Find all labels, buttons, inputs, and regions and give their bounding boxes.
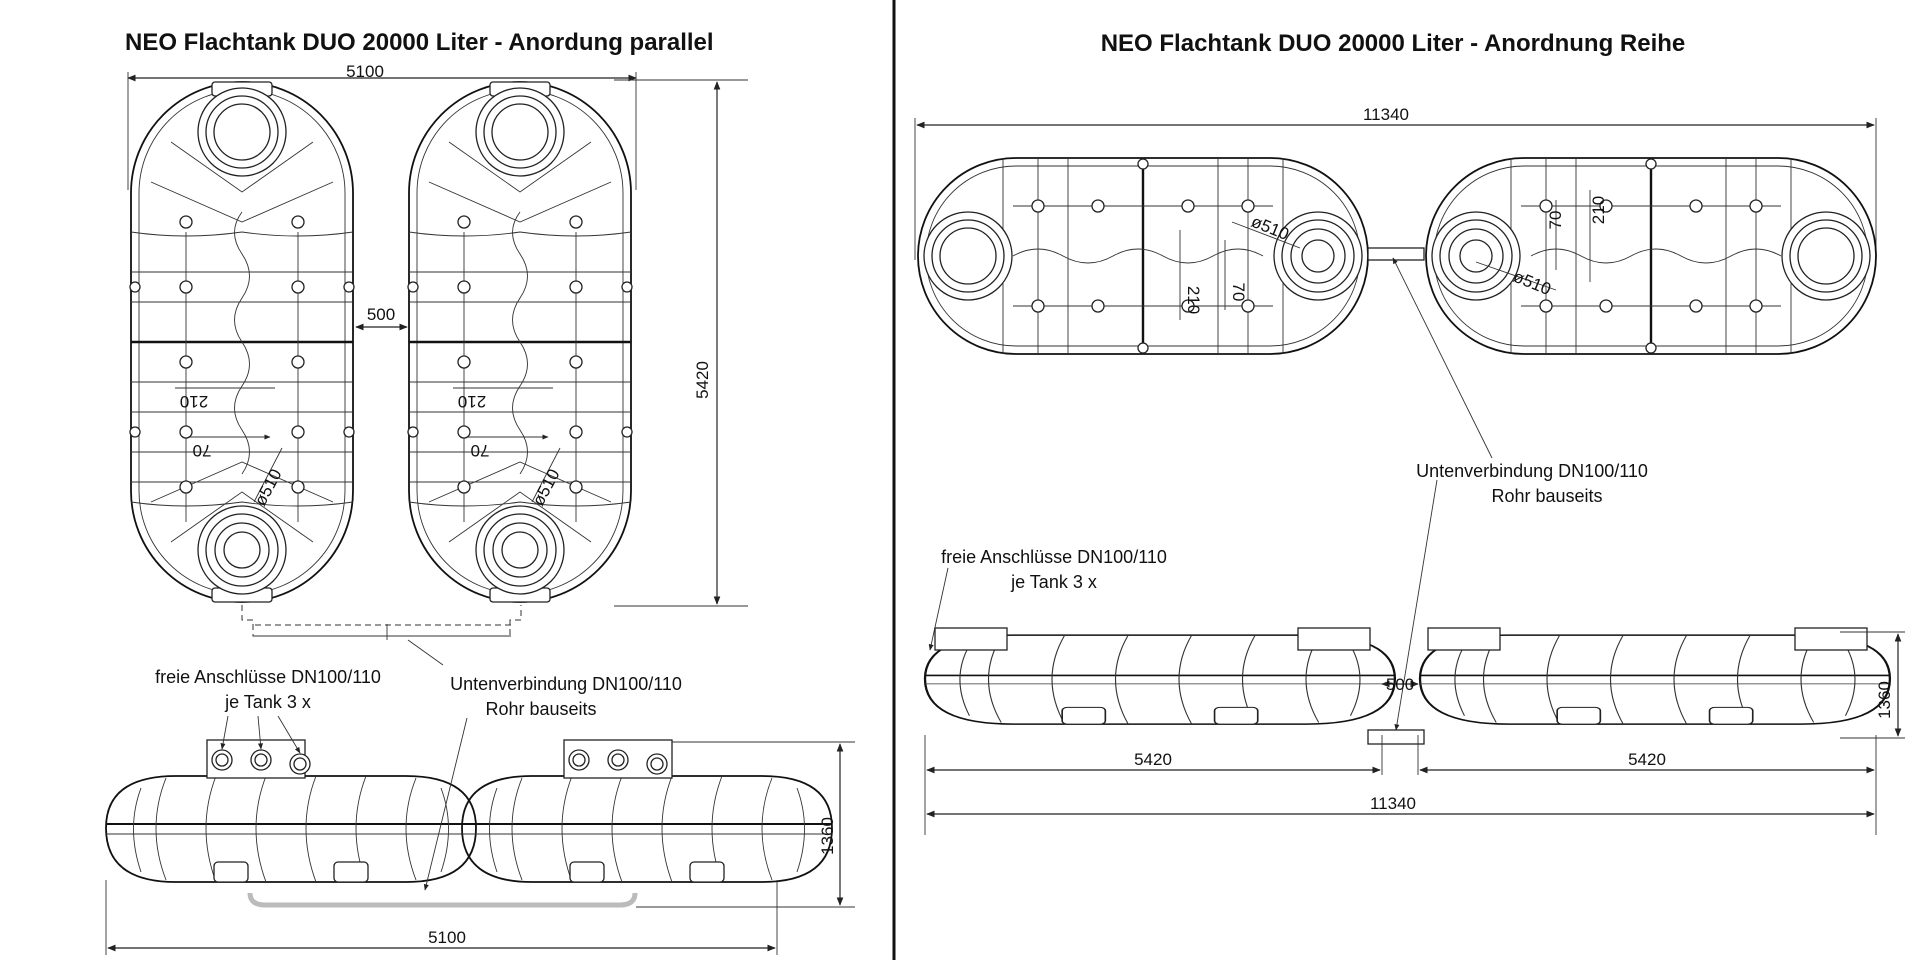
label-free-ports-row-line2: je Tank 3 x	[1010, 572, 1097, 592]
dim-rib-210-left: 210	[180, 392, 208, 411]
leader-free-ports-row	[928, 567, 949, 651]
tank-right-top-view	[406, 80, 634, 604]
rib-dims-right-tank: 210 70 ø510	[453, 387, 564, 509]
dim-bottom-width: 5100	[428, 928, 466, 947]
dim-dome-dia-right: ø510	[529, 466, 564, 509]
dim-tank-length-2: 5420	[1628, 750, 1666, 769]
dim-dome-dia-left: ø510	[251, 466, 286, 509]
dim-top-total: 11340	[1363, 105, 1409, 124]
leader-under-conn-side	[423, 717, 468, 891]
leader-under-conn-row-top	[1392, 257, 1493, 459]
dim-row-side-height: 1360	[1875, 681, 1894, 719]
dim-rib-70-row-right: 70	[1546, 211, 1565, 230]
dim-bottom-total: 11340	[1370, 794, 1416, 813]
dim-rib-210-right: 210	[458, 392, 486, 411]
dim-top-width: 5100	[346, 62, 384, 81]
label-under-conn-row-line1: Untenverbindung DN100/110	[1416, 461, 1648, 481]
label-under-conn-row-line2: Rohr bauseits	[1491, 486, 1602, 506]
dim-side-height: 1360	[818, 817, 837, 855]
side-view-row	[923, 627, 1892, 745]
label-free-ports-line2: je Tank 3 x	[224, 692, 311, 712]
dim-row-gap: 500	[1386, 675, 1414, 694]
dim-rib-70-row-left: 70	[1229, 283, 1248, 302]
dim-dome-dia-row-left: ø510	[1249, 212, 1292, 244]
dim-rib-210-row-right: 210	[1589, 196, 1608, 224]
leader-under-conn-row-side	[1394, 479, 1438, 731]
dim-dome-dia-row-right: ø510	[1511, 267, 1554, 299]
right-panel: NEO Flachtank DUO 20000 Liter - Anordnun…	[914, 30, 1905, 835]
rib-dims-left-tank: 210 70 ø510	[175, 387, 286, 509]
under-connection-pipe-top	[241, 605, 522, 640]
dim-height: 5420	[693, 361, 712, 399]
side-view-parallel	[105, 715, 833, 908]
right-panel-title: NEO Flachtank DUO 20000 Liter - Anordnun…	[1101, 30, 1686, 57]
left-panel-title: NEO Flachtank DUO 20000 Liter - Anordung…	[125, 29, 714, 56]
dim-gap: 500	[367, 305, 395, 324]
dim-rib-70-right: 70	[471, 441, 490, 460]
tank-left-top-view	[128, 80, 356, 604]
tank-row-left-top-view	[916, 156, 1370, 356]
row-connector-pipe	[1367, 247, 1425, 261]
dim-tank-length-1: 5420	[1134, 750, 1172, 769]
label-free-ports-row-line1: freie Anschlüsse DN100/110	[941, 547, 1167, 567]
leader-under-conn-top	[407, 639, 444, 666]
dim-rib-70-left: 70	[193, 441, 212, 460]
label-under-conn-line1: Untenverbindung DN100/110	[450, 674, 682, 694]
tank-row-right-top-view	[1424, 156, 1878, 356]
dim-rib-210-row-left: 210	[1184, 286, 1203, 314]
left-panel: NEO Flachtank DUO 20000 Liter - Anordung…	[105, 29, 855, 955]
label-free-ports-line1: freie Anschlüsse DN100/110	[155, 667, 381, 687]
label-under-conn-line2: Rohr bauseits	[485, 699, 596, 719]
